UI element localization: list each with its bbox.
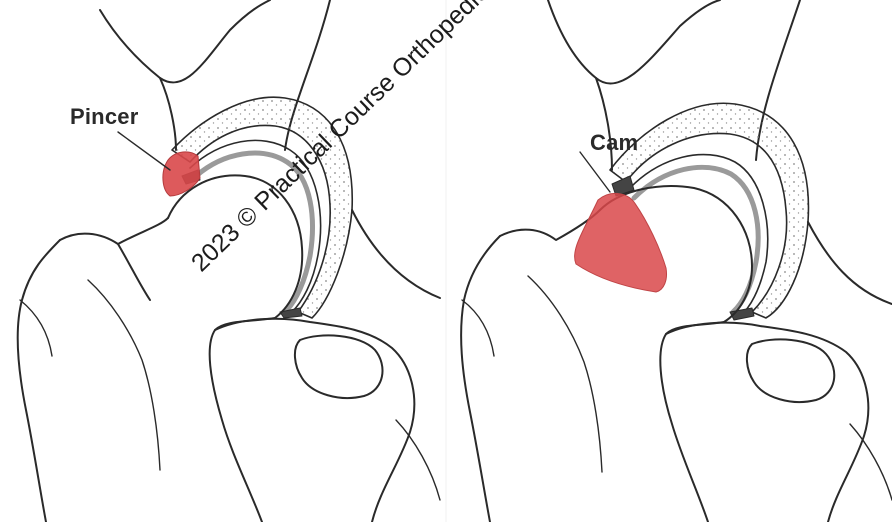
pincer-ischium-outline bbox=[215, 319, 414, 522]
pincer-neck-line bbox=[118, 244, 150, 300]
pincer-trochanter-detail bbox=[20, 300, 52, 356]
cam-intertrochanteric-line bbox=[528, 276, 602, 472]
pincer-lesion bbox=[163, 152, 200, 196]
cam-leader-line bbox=[580, 152, 610, 192]
pincer-pubis-edge bbox=[396, 420, 440, 500]
pincer-ilium-inner bbox=[160, 78, 176, 150]
pincer-femur-medial bbox=[210, 318, 275, 522]
cam-femur-medial bbox=[660, 322, 724, 522]
cam-pelvic-brim bbox=[808, 222, 892, 304]
cam-trochanter-detail bbox=[462, 300, 494, 356]
cam-obturator-foramen bbox=[747, 339, 834, 402]
cam-pubis-edge bbox=[850, 424, 892, 500]
cam-label: Cam bbox=[590, 130, 638, 156]
pincer-intertrochanteric-line bbox=[88, 280, 160, 470]
cam-panel bbox=[461, 0, 892, 522]
cam-lesion bbox=[575, 193, 667, 292]
pincer-pelvic-brim bbox=[352, 210, 440, 298]
cam-ilium-top bbox=[548, 0, 720, 84]
pincer-obturator-foramen bbox=[295, 335, 383, 398]
pincer-label: Pincer bbox=[70, 104, 138, 130]
pincer-femur-lateral bbox=[18, 240, 60, 522]
cam-femur-lateral bbox=[461, 236, 500, 522]
pincer-ilium-top bbox=[100, 0, 270, 82]
pincer-leader-line bbox=[118, 132, 170, 170]
cam-ilium-inner bbox=[596, 78, 612, 170]
pincer-greater-trochanter bbox=[60, 218, 168, 244]
